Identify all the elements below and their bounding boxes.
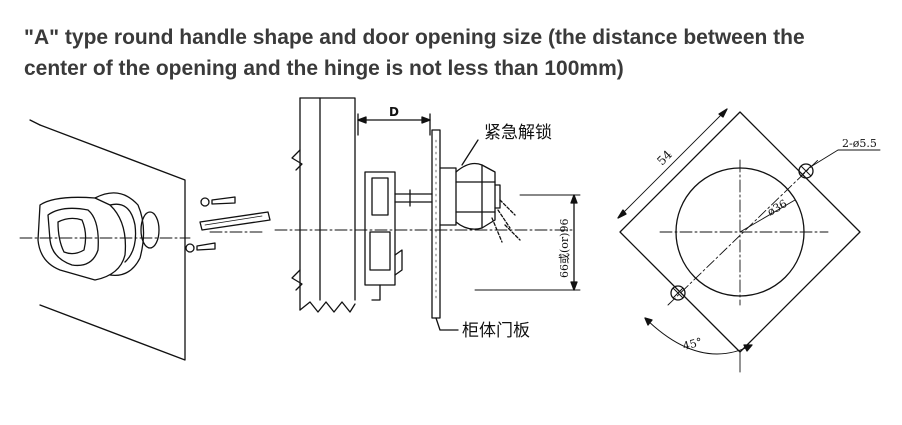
cutout-view [617,108,881,373]
screw-top [200,196,236,207]
square-side-label: 54 [654,147,675,168]
holes-label: 2-ø5.5 [842,137,877,150]
dimension-d-label: D [389,105,399,119]
cabinet-door-panel-label: 柜体门板 [462,321,530,341]
angle-label: 45° [681,335,703,353]
caption: "A" type round handle shape and door ope… [24,22,884,84]
diameter-36-label: ø36 [765,197,789,219]
screw-bottom [185,242,216,253]
mount-hole-upper [798,163,814,179]
mount-hole-lower [670,285,686,301]
caption-line-2: center of the opening and the hinge is n… [24,57,624,80]
handle-perspective-view [19,119,271,361]
vertical-dimension-label: 66或(or)96 [558,219,571,278]
caption-line-1: "A" type round handle shape and door ope… [24,26,805,49]
section-view [274,97,581,331]
emergency-unlock-label: 紧急解锁 [484,123,552,143]
